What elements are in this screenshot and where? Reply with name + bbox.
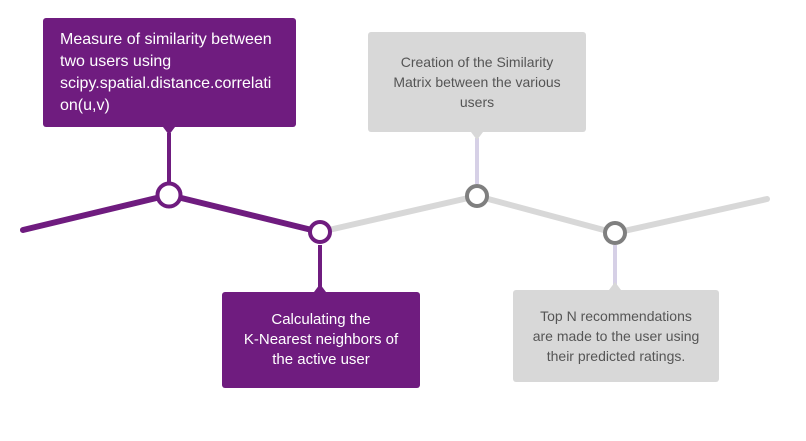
callout-step-2: Calculating the K-Nearest neighbors of t… bbox=[222, 292, 420, 388]
callout-step-2-text: Calculating the K-Nearest neighbors of t… bbox=[243, 311, 399, 368]
pointer-step-3 bbox=[471, 132, 483, 140]
pointer-step-4 bbox=[609, 282, 621, 290]
pointer-step-1 bbox=[163, 127, 175, 135]
timeline-node-1 bbox=[155, 181, 183, 209]
timeline-segment-2-3 bbox=[317, 193, 480, 235]
callout-step-3-text: Creation of the Similarity Matrix betwee… bbox=[393, 54, 561, 110]
callout-step-4-text: Top N recommendations are made to the us… bbox=[532, 308, 700, 364]
callout-step-4: Top N recommendations are made to the us… bbox=[513, 290, 719, 382]
timeline-segment-start bbox=[20, 192, 172, 233]
callout-step-1-text: Measure of similarity between two users … bbox=[60, 30, 272, 114]
timeline-segment-3-4 bbox=[474, 193, 618, 236]
pointer-step-2 bbox=[314, 284, 326, 292]
callout-step-3: Creation of the Similarity Matrix betwee… bbox=[368, 32, 586, 132]
timeline-segment-end bbox=[612, 196, 770, 236]
timeline-node-3 bbox=[465, 184, 489, 208]
timeline-node-2 bbox=[308, 220, 332, 244]
timeline-node-4 bbox=[603, 221, 627, 245]
callout-step-1: Measure of similarity between two users … bbox=[43, 18, 296, 127]
timeline-segment-1-2 bbox=[166, 192, 323, 235]
